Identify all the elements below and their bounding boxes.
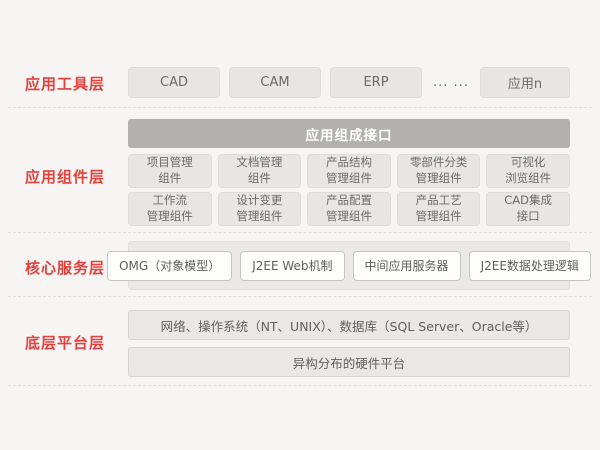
ellipsis-text: ... ... [433, 75, 469, 90]
layer-label-application-tools: 应用工具层 [25, 75, 106, 93]
box-project-mgmt: 项目管理 组件 [128, 154, 212, 188]
box-erp: ERP [330, 67, 422, 98]
layer-label-base-platform: 底层平台层 [25, 334, 106, 352]
box-product-structure-mgmt: 产品结构 管理组件 [307, 154, 391, 188]
component-row-1: 项目管理 组件 文档管理 组件 产品结构 管理组件 零部件分类 管理组件 可视化… [128, 154, 570, 188]
layer-divider [8, 385, 592, 386]
layer-divider [8, 232, 592, 233]
box-j2ee-web: J2EE Web机制 [240, 250, 345, 281]
layer-label-application-components: 应用组件层 [25, 168, 106, 186]
box-j2ee-data-logic: J2EE数据处理逻辑 [468, 250, 591, 281]
box-document-mgmt: 文档管理 组件 [217, 154, 302, 188]
box-workflow-mgmt: 工作流 管理组件 [128, 192, 212, 226]
box-product-config-mgmt: 产品配置 管理组件 [307, 192, 391, 226]
box-app-n: 应用n [480, 67, 570, 98]
box-cad: CAD [128, 67, 220, 98]
interface-header-bar: 应用组成接口 [128, 119, 570, 148]
box-visual-browse: 可视化 浏览组件 [486, 154, 570, 188]
layer-divider [8, 296, 592, 297]
box-omg-object-model: OMG（对象模型） [107, 250, 233, 281]
bar-heterogeneous-hardware: 异构分布的硬件平台 [128, 347, 570, 377]
layer-label-core-services: 核心服务层 [25, 259, 106, 277]
box-cam: CAM [229, 67, 321, 98]
layer-application-tools: CAD CAM ERP ... ... 应用n [128, 67, 570, 98]
box-parts-classification-mgmt: 零部件分类 管理组件 [396, 154, 481, 188]
component-row-2: 工作流 管理组件 设计变更 管理组件 产品配置 管理组件 产品工艺 管理组件 C… [128, 192, 570, 226]
layer-divider [8, 107, 592, 108]
box-middle-app-server: 中间应用服务器 [352, 250, 461, 281]
bar-network-os-database: 网络、操作系统（NT、UNIX）、数据库（SQL Server、Oracle等） [128, 310, 570, 340]
box-cad-integration: CAD集成 接口 [486, 192, 570, 226]
box-design-change-mgmt: 设计变更 管理组件 [217, 192, 302, 226]
box-product-process-mgmt: 产品工艺 管理组件 [396, 192, 481, 226]
service-container: OMG（对象模型） J2EE Web机制 中间应用服务器 J2EE数据处理逻辑 [107, 241, 591, 290]
